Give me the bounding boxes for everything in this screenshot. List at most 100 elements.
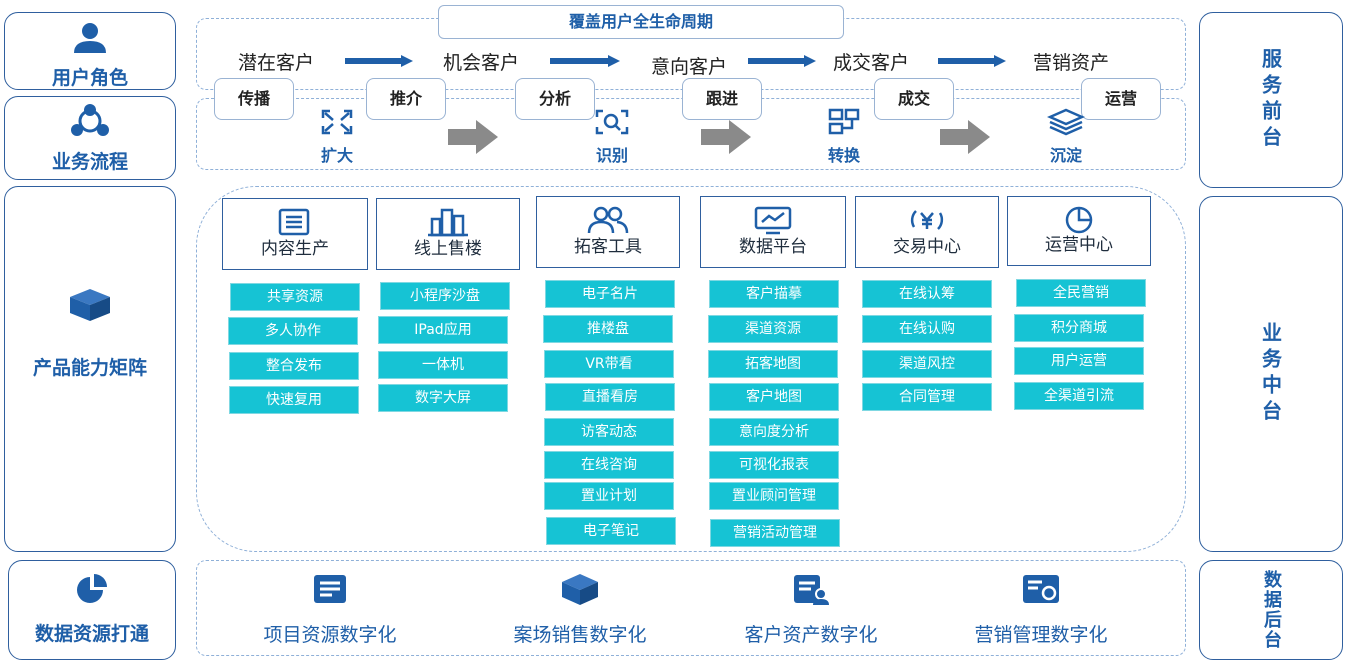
process-step-label: 转换 xyxy=(827,146,860,165)
matrix-cell: 直播看房 xyxy=(545,383,675,411)
process-step-label: 扩大 xyxy=(320,146,353,165)
pie-icon xyxy=(77,574,107,603)
left-label-data-resource: 数据资源打通 xyxy=(8,560,176,660)
right-label-text: 服务前台 xyxy=(1258,48,1283,152)
matrix-cell: 用户运营 xyxy=(1014,347,1144,375)
buildings-icon xyxy=(428,208,468,237)
document-list-icon xyxy=(278,208,310,236)
network-icon xyxy=(71,104,109,136)
column-header-online-sales: 线上售楼 xyxy=(376,198,520,270)
data-item-label: 营销管理数字化 xyxy=(974,624,1108,646)
matrix-cell: 整合发布 xyxy=(229,352,359,380)
right-label-text: 业务中台 xyxy=(1258,322,1283,426)
monitor-chart-icon xyxy=(754,206,792,235)
tag-spread: 传播 xyxy=(214,78,294,120)
users-icon xyxy=(587,206,629,234)
process-step-precipitate: 沉淀 xyxy=(1026,108,1106,166)
data-item-marketing: 营销管理数字化 xyxy=(966,572,1116,647)
scan-icon xyxy=(595,109,629,135)
matrix-cell: 客户描摹 xyxy=(709,280,839,308)
matrix-cell: 共享资源 xyxy=(230,283,360,311)
matrix-cell: 积分商城 xyxy=(1014,314,1144,342)
expand-icon xyxy=(321,109,353,135)
column-header-trade-center: 交易中心 xyxy=(855,196,999,268)
arrow-right-icon xyxy=(938,55,1006,67)
tag-analyze: 分析 xyxy=(515,78,595,120)
tag-promote: 推介 xyxy=(366,78,446,120)
arrow-right-icon xyxy=(550,55,620,67)
data-item-label: 案场销售数字化 xyxy=(513,624,647,646)
left-label-product-matrix: 产品能力矩阵 xyxy=(4,186,176,552)
column-header-operation-center: 运营中心 xyxy=(1007,196,1151,266)
matrix-cell: 意向度分析 xyxy=(709,418,839,446)
left-label-text: 用户角色 xyxy=(51,67,128,89)
matrix-cell: 在线认筹 xyxy=(862,280,992,308)
left-label-text: 产品能力矩阵 xyxy=(32,357,147,379)
data-item-sales: 案场销售数字化 xyxy=(505,572,655,647)
matrix-cell: 可视化报表 xyxy=(709,451,839,479)
box-icon xyxy=(562,574,598,605)
process-step-expand: 扩大 xyxy=(297,108,377,166)
stage-intent: 意向客户 xyxy=(651,56,728,78)
data-item-label: 项目资源数字化 xyxy=(263,624,397,646)
layers-icon xyxy=(1046,108,1086,136)
data-item-project: 项目资源数字化 xyxy=(255,572,405,647)
right-label-back: 数据后台 xyxy=(1199,560,1343,660)
left-label-user-role: 用户角色 xyxy=(4,12,176,90)
tag-operate: 运营 xyxy=(1081,78,1161,120)
matrix-cell: 一体机 xyxy=(378,351,508,379)
tag-deal: 成交 xyxy=(874,78,954,120)
matrix-cell: 数字大屏 xyxy=(378,384,508,412)
convert-icon xyxy=(828,108,860,135)
matrix-cell: 置业顾问管理 xyxy=(709,482,839,510)
column-header-label: 运营中心 xyxy=(1045,235,1113,255)
gray-arrow-icon xyxy=(940,120,990,154)
process-step-identify: 识别 xyxy=(572,108,652,166)
matrix-cell: 推楼盘 xyxy=(543,315,673,343)
column-header-acquisition: 拓客工具 xyxy=(536,196,680,268)
matrix-cell: 拓客地图 xyxy=(708,350,838,378)
column-header-label: 拓客工具 xyxy=(574,237,642,257)
arrow-right-icon xyxy=(748,55,816,67)
left-label-business-flow: 业务流程 xyxy=(4,96,176,180)
data-item-customer: 客户资产数字化 xyxy=(736,572,886,647)
right-label-front: 服务前台 xyxy=(1199,12,1343,188)
customer-doc-icon xyxy=(794,575,829,605)
column-header-content: 内容生产 xyxy=(222,198,368,270)
process-step-convert: 转换 xyxy=(804,108,884,166)
column-header-data-platform: 数据平台 xyxy=(700,196,846,268)
matrix-cell: 在线认购 xyxy=(862,315,992,343)
matrix-cell: 小程序沙盘 xyxy=(380,282,510,310)
column-header-label: 交易中心 xyxy=(893,237,961,257)
matrix-cell: 电子笔记 xyxy=(546,517,676,545)
matrix-cell: 多人协作 xyxy=(228,317,358,345)
matrix-cell: IPad应用 xyxy=(378,316,508,344)
cube-icon xyxy=(70,289,110,321)
matrix-cell: VR带看 xyxy=(544,350,674,378)
matrix-cell: 访客动态 xyxy=(544,418,674,446)
stage-closed: 成交客户 xyxy=(833,52,910,74)
column-header-label: 内容生产 xyxy=(261,239,329,259)
arrow-right-icon xyxy=(345,55,413,67)
stage-potential: 潜在客户 xyxy=(238,52,315,74)
matrix-cell: 渠道资源 xyxy=(708,315,838,343)
matrix-cell: 渠道风控 xyxy=(862,350,992,378)
tag-follow: 跟进 xyxy=(682,78,762,120)
lifecycle-title: 覆盖用户全生命周期 xyxy=(438,5,844,39)
matrix-cell: 在线咨询 xyxy=(544,451,674,479)
matrix-cell: 置业计划 xyxy=(544,482,674,510)
matrix-cell: 营销活动管理 xyxy=(710,519,840,547)
matrix-cell: 客户地图 xyxy=(709,383,839,411)
process-step-label: 沉淀 xyxy=(1049,146,1082,165)
matrix-cell: 快速复用 xyxy=(229,386,359,414)
process-step-label: 识别 xyxy=(595,146,628,165)
matrix-cell: 电子名片 xyxy=(545,280,675,308)
matrix-cell: 全渠道引流 xyxy=(1014,382,1144,410)
right-label-middle: 业务中台 xyxy=(1199,196,1343,552)
left-label-text: 数据资源打通 xyxy=(34,623,149,645)
marketing-card-icon xyxy=(1023,575,1059,603)
data-layer-panel xyxy=(196,560,1186,656)
yuan-cycle-icon xyxy=(910,210,944,230)
gray-arrow-icon xyxy=(448,120,498,154)
project-doc-icon xyxy=(314,575,346,603)
